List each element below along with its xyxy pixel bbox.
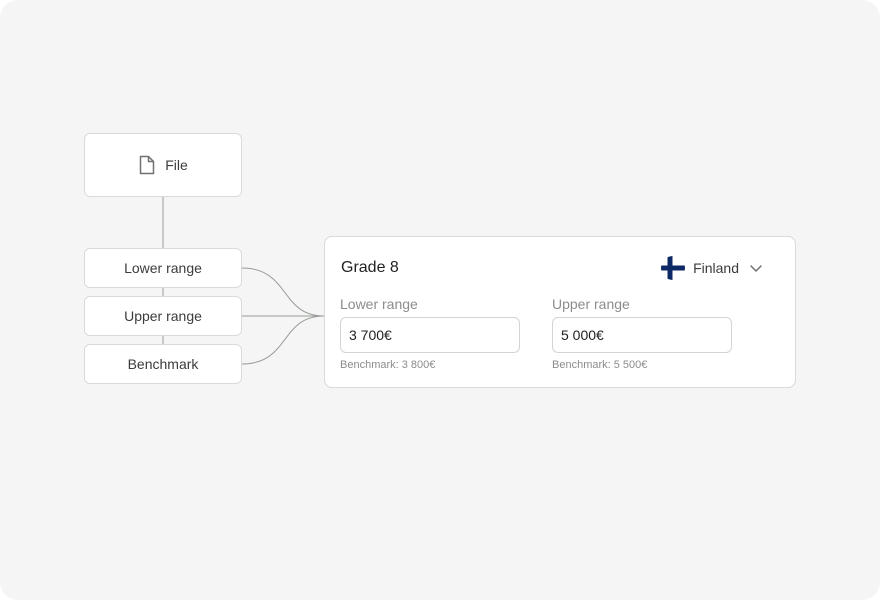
lower-range-column: Lower range Benchmark: 3 800€: [340, 295, 520, 371]
country-name: Finland: [693, 260, 739, 276]
grade-card: Grade 8 Finland Lower range Benchmark: 3…: [324, 236, 796, 388]
grade-title: Grade 8: [341, 259, 399, 276]
finland-flag-icon: [661, 256, 686, 280]
upper-range-node[interactable]: Upper range: [84, 296, 242, 336]
upper-range-benchmark: Benchmark: 5 500€: [552, 359, 648, 371]
benchmark-connector: [241, 315, 325, 365]
benchmark-node[interactable]: Benchmark: [84, 344, 242, 384]
upper-range-column: Upper range Benchmark: 5 500€: [552, 295, 732, 371]
country-selector[interactable]: Finland: [661, 255, 765, 281]
lower-range-connector: [241, 267, 325, 317]
lower-range-node[interactable]: Lower range: [84, 248, 242, 288]
lower-range-input[interactable]: [340, 317, 520, 353]
file-node-label: File: [165, 157, 188, 173]
benchmark-node-label: Benchmark: [127, 356, 199, 372]
upper-range-label: Upper range: [552, 296, 630, 312]
upper-range-input[interactable]: [552, 317, 732, 353]
chevron-down-icon[interactable]: [747, 259, 765, 277]
lower-range-label: Lower range: [340, 296, 418, 312]
lower-range-benchmark: Benchmark: 3 800€: [340, 359, 436, 371]
upper-range-node-label: Upper range: [124, 308, 202, 324]
lower-range-node-label: Lower range: [124, 260, 202, 276]
file-node[interactable]: File: [84, 133, 242, 197]
document-icon: [139, 155, 155, 175]
